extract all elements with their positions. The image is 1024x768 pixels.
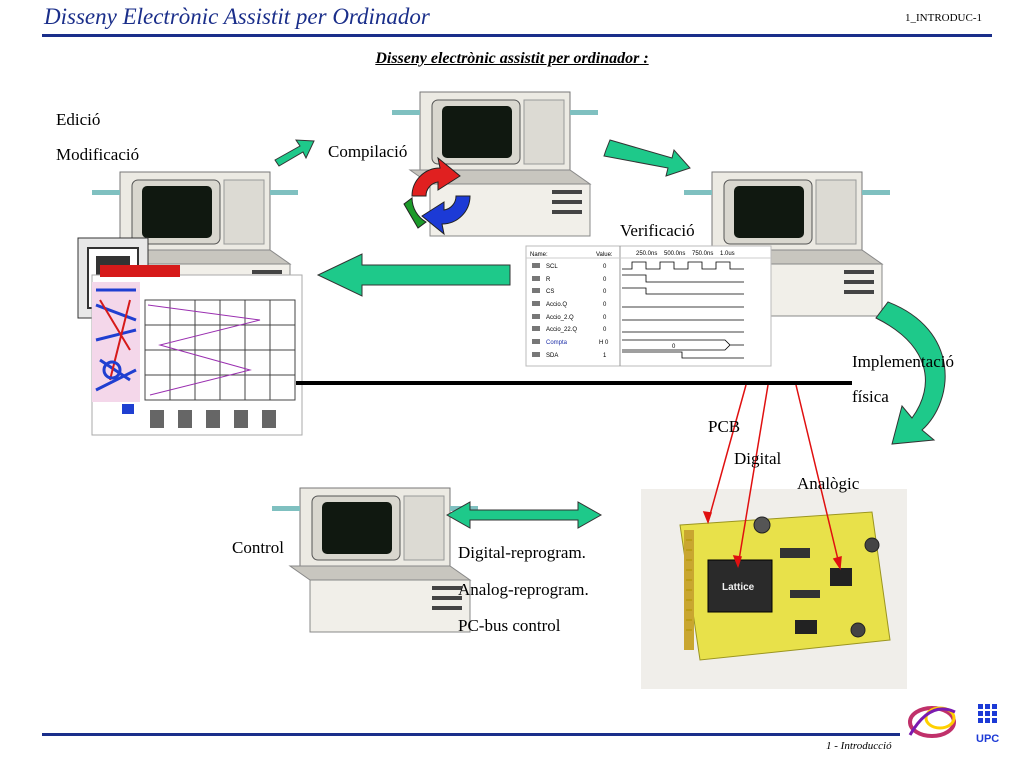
pc-control-icon [271,487,479,633]
signal-value: H 0 [599,340,609,346]
flow-divider-line [296,381,852,385]
label-verificacio: Verificació [620,221,695,240]
waveform-time-mark: 250.0ns [636,251,657,257]
bidirectional-arrow-icon [445,501,603,529]
signal-value: 1 [603,353,607,359]
upc-logo-text: UPC [976,733,999,745]
waveform-time-mark: 750.0ns [692,251,713,257]
label-digital-reprogram: Digital-reprogram. [458,543,586,562]
signal-name: SCL [546,264,558,270]
waveform-value-header: Value: [596,252,613,258]
label-fisica: física [852,387,889,406]
signal-name: CS [546,289,554,295]
label-pcbus-control: PC-bus control [458,616,561,635]
chip-label: Lattice [722,582,755,593]
waveform-time-mark: 1.0us [720,251,735,257]
waveform-time-mark: 500.0ns [664,251,685,257]
label-digital: Digital [734,449,782,468]
eea-logo-icon [908,706,956,738]
schematic-layout-icon [77,237,303,436]
arrow-to-implementation-icon [875,301,946,445]
label-pcb: PCB [708,417,741,436]
label-control: Control [232,538,284,557]
label-analogic: Analògic [797,474,860,493]
waveform-window: Name: Value: 250.0ns 500.0ns 750.0ns 1.0… [525,245,772,367]
arrow-to-verification-icon [603,139,691,177]
label-modificacio: Modificació [56,145,140,164]
signal-name: Accio.Q [546,302,567,308]
signal-name: SDA [546,353,558,359]
footer-text: 1 - Introducció [826,740,892,752]
signal-name: Accio_22.Q [546,327,577,333]
label-edicio: Edició [56,110,101,129]
signal-value: 0 [603,264,607,270]
compile-cycle-icon [403,156,471,236]
pcb-board-image: Lattice [641,489,907,689]
signal-value: 0 [603,327,607,333]
arrow-back-to-edition-icon [316,253,511,297]
waveform-name-header: Name: [530,252,548,258]
slide-subtitle: Disseny electrònic assistit per ordinado… [375,50,649,67]
pc-compilation-icon [391,91,599,237]
label-implementacio: Implementació [852,352,954,371]
signal-value: 0 [603,315,607,321]
pcb-pointer-lines [702,384,842,571]
signal-value: 0 [603,302,607,308]
footer-rule [42,733,900,736]
signal-value: 0 [603,277,607,283]
label-analog-reprogram: Analog-reprogram. [458,580,589,599]
slide-code: 1_INTRODUC-1 [905,12,982,24]
upc-logo-icon: UPC [976,704,999,745]
arrow-to-compilation-icon [274,139,315,167]
signal-name: Accio_2.Q [546,315,574,321]
signal-name: Compta [546,340,568,346]
signal-value: 0 [603,289,607,295]
signal-name: R [546,277,551,283]
bus-value: 0 [672,344,676,350]
header-title: Disseny Electrònic Assistit per Ordinado… [44,4,430,29]
label-compilacio: Compilació [328,142,408,161]
header-rule [42,34,992,37]
